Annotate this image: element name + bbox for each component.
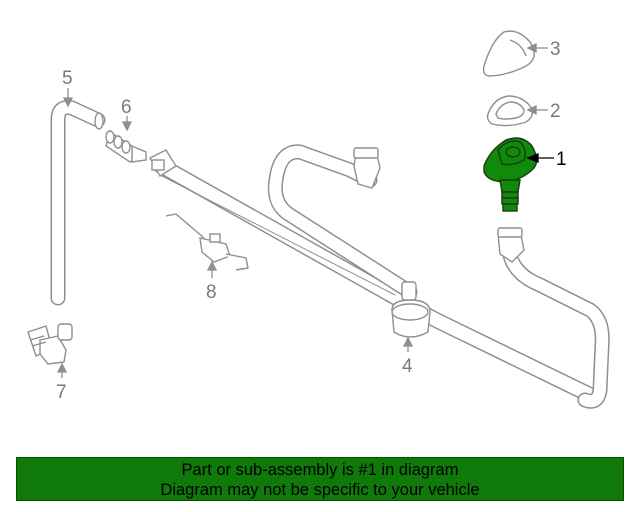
part-7-elbow-connector	[27, 323, 73, 365]
part-2-gasket	[486, 95, 533, 127]
part-8-clip	[165, 213, 249, 271]
right-hose-connector	[497, 227, 525, 263]
part-5-hose	[50, 100, 106, 306]
parts-diagram: 1 2 3 4 5 6 7 8	[27, 30, 610, 409]
right-loop-hose	[502, 247, 610, 409]
part-4-check-valve	[391, 281, 431, 338]
callout-8[interactable]: 8	[206, 282, 217, 303]
part-1-washer-nozzle	[483, 137, 538, 212]
callout-3[interactable]: 3	[550, 39, 561, 60]
banner-line-2: Diagram may not be specific to your vehi…	[160, 481, 480, 499]
callout-4[interactable]: 4	[402, 356, 413, 377]
hose-end-connector	[149, 149, 177, 177]
upper-loop-hose	[267, 144, 418, 300]
upper-hose-connector	[353, 147, 381, 189]
callout-7[interactable]: 7	[56, 382, 67, 403]
part-info-banner: Part or sub-assembly is #1 in diagram Di…	[16, 457, 624, 501]
banner-line-1: Part or sub-assembly is #1 in diagram	[181, 461, 459, 479]
callout-5[interactable]: 5	[62, 68, 73, 89]
callout-6[interactable]: 6	[121, 97, 132, 118]
part-3-nozzle-cover	[482, 30, 535, 77]
part-6-connector	[105, 130, 147, 163]
leader-lines	[56, 42, 554, 378]
callout-2[interactable]: 2	[550, 101, 561, 122]
callout-1[interactable]: 1	[556, 149, 567, 170]
